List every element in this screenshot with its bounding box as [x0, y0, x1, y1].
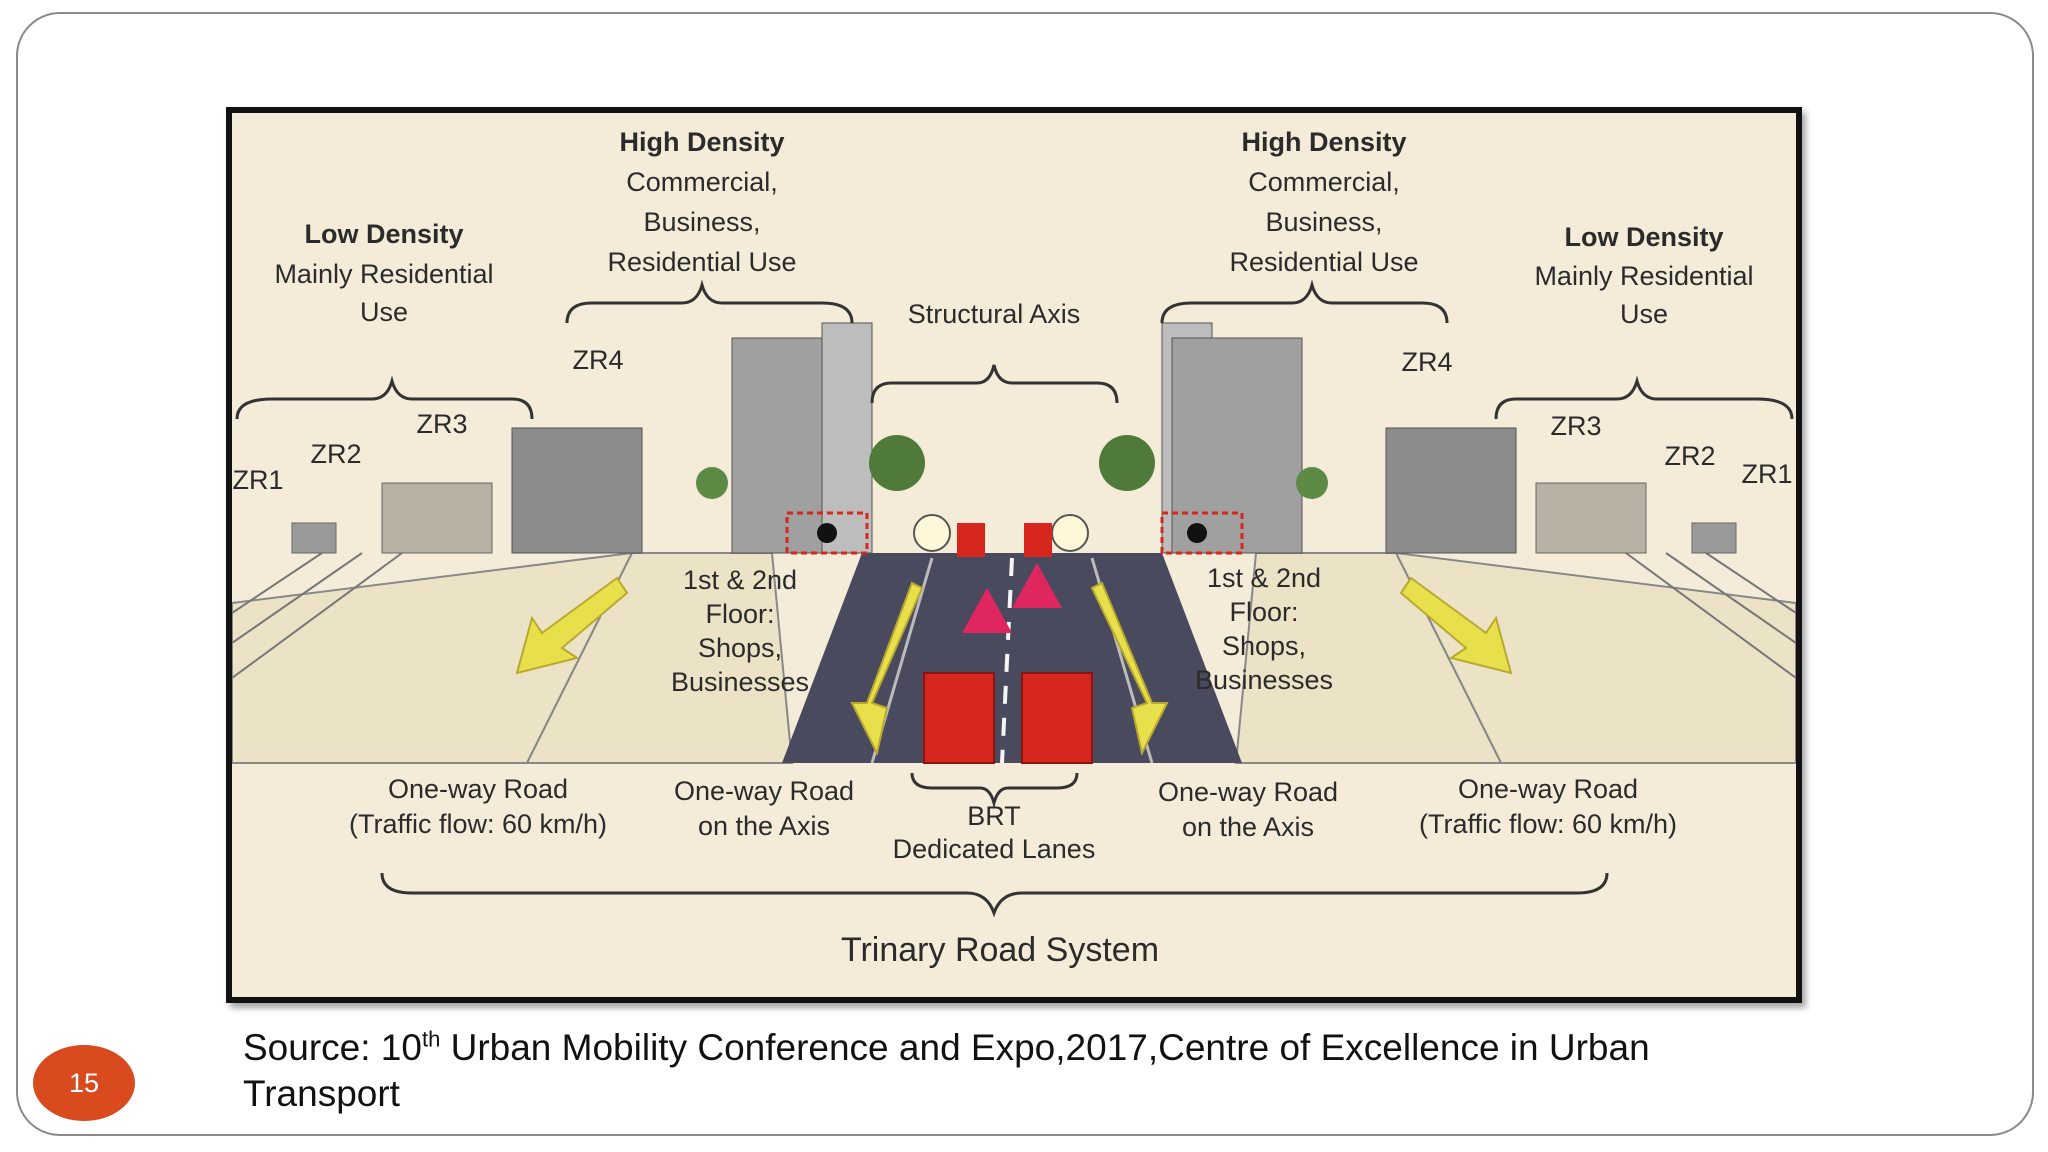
road-right-axis-line1: One-way Road [1158, 777, 1338, 807]
brt-line2: Dedicated Lanes [893, 834, 1096, 864]
zone-zr3-right: ZR3 [1550, 411, 1601, 441]
shops-right-line1: 1st & 2nd [1207, 563, 1321, 593]
low-density-right-line2: Use [1620, 299, 1668, 329]
road-left-outer-label: One-way Road (Traffic flow: 60 km/h) [349, 774, 607, 839]
shops-left-line4: Businesses [671, 667, 809, 697]
zone-zr1-left: ZR1 [232, 465, 283, 495]
zone-zr3-left: ZR3 [416, 409, 467, 439]
low-density-right-label: Low Density Mainly Residential Use [1534, 222, 1753, 329]
page-number-badge: 15 [33, 1045, 135, 1121]
shops-right-line4: Businesses [1195, 665, 1333, 695]
buildings [291, 322, 1737, 555]
shops-left-line1: 1st & 2nd [683, 565, 797, 595]
high-density-left-line1: Commercial, [626, 167, 778, 197]
source-superscript: th [421, 1026, 441, 1052]
flow-arrows [515, 576, 1513, 756]
low-density-left-label: Low Density Mainly Residential Use [274, 219, 493, 327]
shops-right-line2: Floor: [1229, 597, 1298, 627]
high-density-right-title: High Density [1241, 127, 1406, 157]
low-density-right-title: Low Density [1564, 222, 1723, 252]
zone-zr4-right: ZR4 [1401, 347, 1452, 377]
road-left-axis-label: One-way Road on the Axis [674, 776, 854, 841]
road-right-axis-line2: on the Axis [1182, 812, 1314, 842]
structural-axis-label: Structural Axis [908, 299, 1081, 329]
ground [232, 551, 1796, 997]
low-density-left-title: Low Density [304, 219, 463, 249]
high-density-left-line2: Business, [643, 207, 760, 237]
shops-left-line3: Shops, [698, 633, 782, 663]
diagram-canvas: Low Density Mainly Residential Use High … [232, 127, 1796, 997]
zone-labels-right: ZR4 ZR3 ZR2 ZR1 [1401, 347, 1792, 489]
zone-zr1-right: ZR1 [1741, 459, 1792, 489]
high-density-right-line1: Commercial, [1248, 167, 1400, 197]
brt-line1: BRT [967, 801, 1021, 831]
source-rest: Urban Mobility Conference and Expo,2017,… [243, 1027, 1650, 1114]
road-right-axis-label: One-way Road on the Axis [1158, 777, 1338, 842]
road-left-axis-line1: One-way Road [674, 776, 854, 806]
trinary-road-system-label: Trinary Road System [841, 931, 1159, 969]
trinary-road-diagram: Low Density Mainly Residential Use High … [226, 107, 1802, 1003]
zone-zr2-left: ZR2 [310, 439, 361, 469]
road-left-outer-line2: (Traffic flow: 60 km/h) [349, 809, 607, 839]
low-density-left-line2: Use [360, 297, 408, 327]
road-left-axis-line2: on the Axis [698, 811, 830, 841]
road-right-outer-label: One-way Road (Traffic flow: 60 km/h) [1419, 774, 1677, 839]
low-density-left-line1: Mainly Residential [274, 259, 493, 289]
shops-left-line2: Floor: [705, 599, 774, 629]
zone-labels-left: ZR1 ZR2 ZR3 ZR4 [232, 345, 623, 495]
zone-zr4-left: ZR4 [572, 345, 623, 375]
high-density-right-line3: Residential Use [1229, 247, 1418, 277]
zone-zr2-right: ZR2 [1664, 441, 1715, 471]
road-right-outer-line2: (Traffic flow: 60 km/h) [1419, 809, 1677, 839]
high-density-left-label: High Density Commercial, Business, Resid… [607, 127, 796, 277]
shops-right-line3: Shops, [1222, 631, 1306, 661]
braces [235, 279, 1794, 918]
shops-right-label: 1st & 2nd Floor: Shops, Businesses [1195, 563, 1333, 695]
road-right-outer-line1: One-way Road [1458, 774, 1638, 804]
source-caption: Source: 10th Urban Mobility Conference a… [243, 1025, 1803, 1117]
high-density-right-line2: Business, [1265, 207, 1382, 237]
low-density-right-line1: Mainly Residential [1534, 261, 1753, 291]
shops-left-label: 1st & 2nd Floor: Shops, Businesses [671, 565, 809, 697]
high-density-left-line3: Residential Use [607, 247, 796, 277]
source-prefix: Source: 10 [243, 1027, 422, 1068]
road-left-outer-line1: One-way Road [388, 774, 568, 804]
brt-label: BRT Dedicated Lanes [893, 801, 1096, 864]
brt-buses [923, 523, 1093, 764]
high-density-left-title: High Density [619, 127, 784, 157]
high-density-right-label: High Density Commercial, Business, Resid… [1229, 127, 1418, 277]
